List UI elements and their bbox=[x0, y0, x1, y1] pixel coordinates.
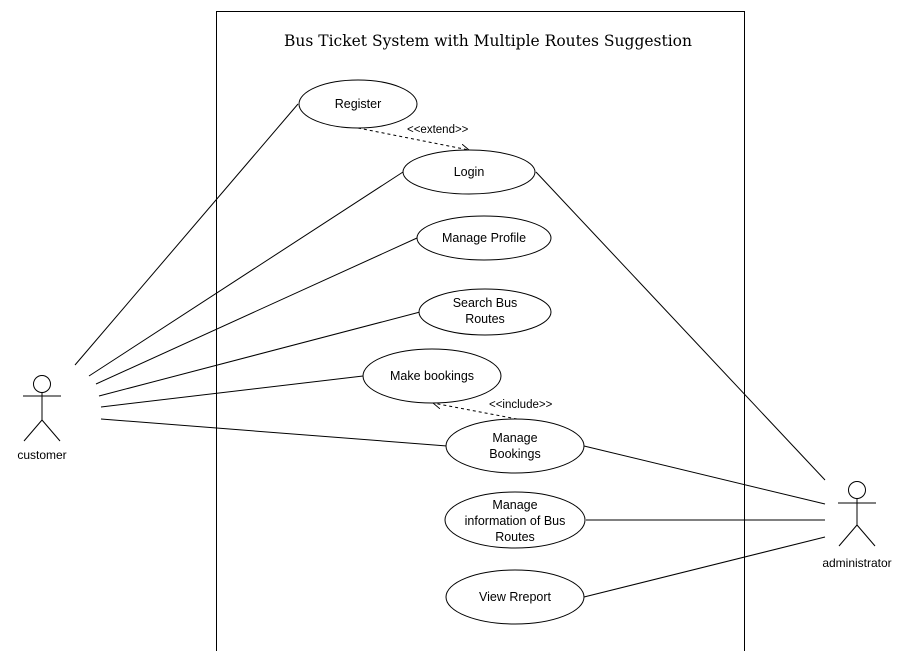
include-label: <<include>> bbox=[489, 399, 553, 411]
assoc-admin-manage-bookings bbox=[583, 445, 826, 505]
use-case-make-bookings-label: Make bookings bbox=[390, 369, 474, 383]
use-case-view-report[interactable]: View Rreport bbox=[445, 569, 585, 625]
use-case-manage-bookings-label-line2: Bookings bbox=[489, 447, 540, 461]
use-case-manage-profile[interactable]: Manage Profile bbox=[416, 215, 552, 261]
assoc-customer-search-routes bbox=[98, 311, 421, 397]
use-case-manage-route-info-label-line3: Routes bbox=[495, 530, 535, 544]
use-case-manage-route-info-label-line1: Manage bbox=[492, 498, 537, 512]
use-case-search-routes-label-line1: Search Bus bbox=[453, 296, 518, 310]
use-case-search-routes-label-line2: Routes bbox=[465, 312, 505, 326]
actor-administrator[interactable]: administrator bbox=[822, 481, 892, 571]
assoc-customer-register bbox=[74, 103, 299, 366]
use-case-make-bookings[interactable]: Make bookings bbox=[362, 348, 502, 404]
assoc-customer-manage-bookings bbox=[100, 418, 448, 447]
use-case-view-report-label: View Rreport bbox=[479, 590, 552, 604]
assoc-customer-login bbox=[88, 171, 404, 377]
use-case-manage-profile-label: Manage Profile bbox=[442, 231, 526, 245]
actor-customer-label: customer bbox=[17, 448, 66, 462]
actor-administrator-label: administrator bbox=[822, 556, 891, 570]
use-case-search-routes[interactable]: Search Bus Routes bbox=[418, 288, 552, 336]
system-title: Bus Ticket System with Multiple Routes S… bbox=[284, 32, 692, 50]
assoc-admin-view-report bbox=[583, 536, 826, 598]
extend-arrow bbox=[357, 127, 469, 150]
assoc-customer-manage-profile bbox=[95, 237, 418, 385]
use-case-register[interactable]: Register bbox=[298, 79, 418, 129]
use-case-manage-bookings-label-line1: Manage bbox=[492, 431, 537, 445]
use-case-register-label: Register bbox=[335, 97, 382, 111]
actor-customer[interactable]: customer bbox=[17, 375, 67, 463]
assoc-customer-make-bookings bbox=[100, 375, 364, 408]
use-case-manage-route-info[interactable]: Manage information of Bus Routes bbox=[444, 491, 586, 549]
extend-label: <<extend>> bbox=[407, 124, 469, 136]
stick-figure-icon bbox=[838, 481, 876, 547]
assoc-admin-login bbox=[535, 171, 826, 481]
use-case-manage-route-info-label-line2: information of Bus bbox=[465, 514, 566, 528]
use-case-login[interactable]: Login bbox=[402, 149, 536, 195]
use-case-manage-bookings[interactable]: Manage Bookings bbox=[445, 418, 585, 474]
stick-figure-icon bbox=[23, 375, 61, 442]
include-arrow bbox=[433, 403, 518, 420]
use-case-login-label: Login bbox=[454, 165, 485, 179]
